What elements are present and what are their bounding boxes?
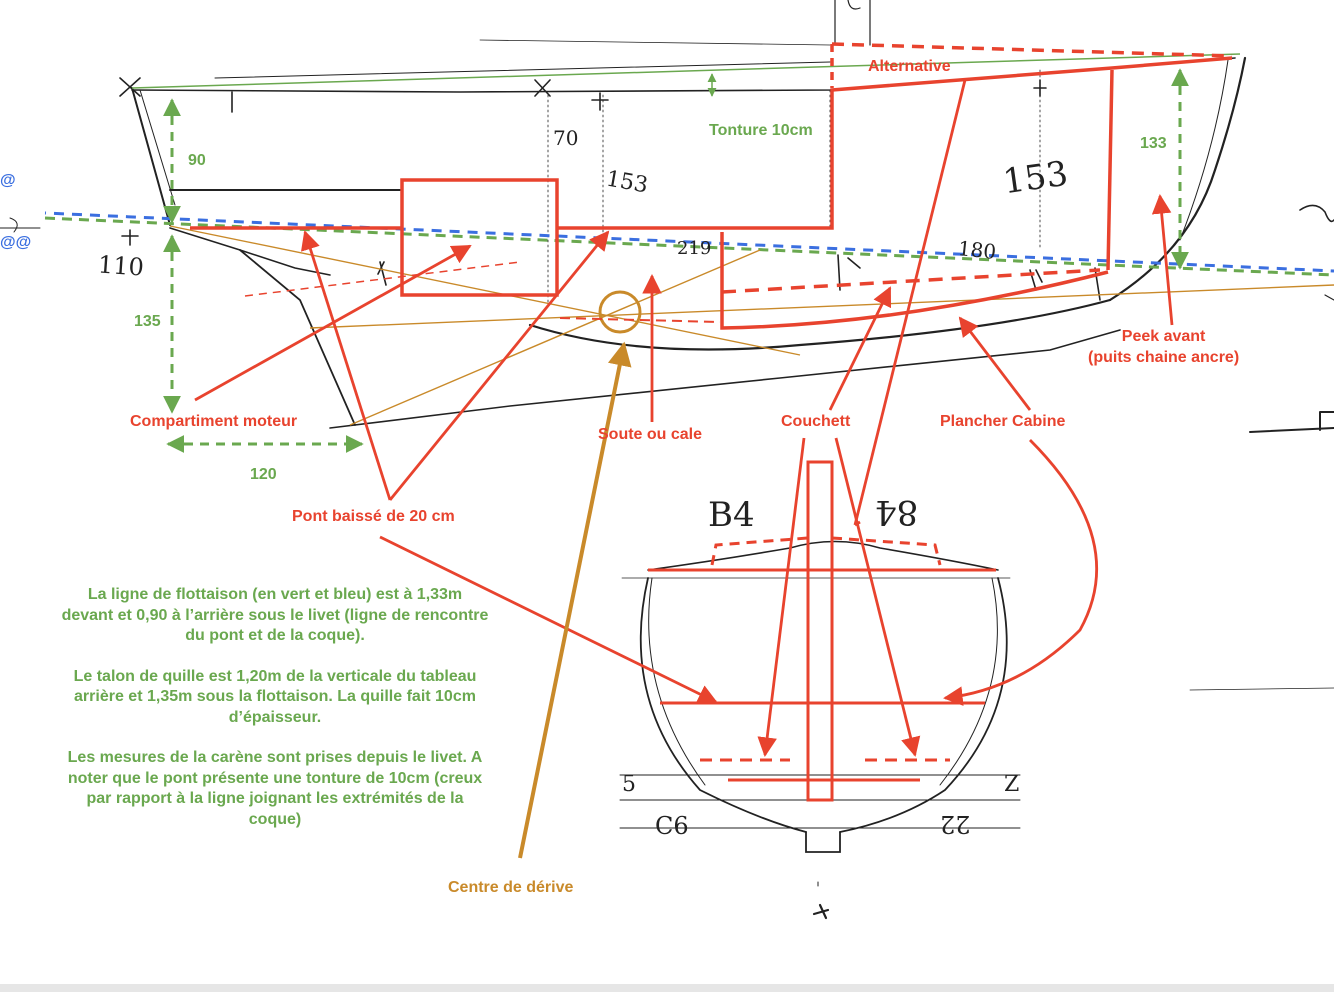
centre-of-resistance-circle — [598, 290, 642, 334]
explanatory-note: La ligne de flottaison (en vert et bleu)… — [60, 585, 490, 850]
label-dim-120: 120 — [250, 466, 277, 483]
hand-84-left: B4 — [708, 495, 755, 535]
label-compartiment-moteur: Compartiment moteur — [130, 413, 298, 430]
hand-z: Z — [1004, 772, 1020, 797]
label-pont-baisse: Pont baissé de 20 cm — [292, 508, 455, 525]
label-alternative: Alternative — [868, 58, 951, 75]
label-tonture: Tonture 10cm — [709, 122, 813, 139]
centre-arrow — [518, 341, 632, 859]
pencil-hull-profile — [0, 0, 1334, 691]
note-paragraph-keel: Le talon de quille est 1,20m de la verti… — [73, 667, 477, 726]
label-soute: Soute ou cale — [598, 426, 703, 443]
pencil-section-view — [619, 540, 1021, 920]
note-paragraph-measures: Les mesures de la carène sont prises dep… — [67, 749, 483, 828]
hand-180: 180 — [956, 236, 998, 264]
hand-70: 70 — [553, 126, 579, 150]
label-peek-avant: Peek avant (puits chaine ancre) — [1088, 328, 1240, 366]
red-section-structures — [648, 460, 996, 802]
label-edge-at-double: @@ — [0, 234, 32, 251]
red-leader-arrows — [194, 79, 1174, 757]
label-dim-133: 133 — [1140, 135, 1167, 152]
label-dim-90: 90 — [188, 152, 206, 169]
waterline-green — [44, 216, 1334, 277]
red-structures — [190, 42, 1233, 330]
orange-construction-lines — [169, 225, 1334, 426]
label-centre-derive: Centre de dérive — [448, 879, 574, 896]
green-dimensions — [163, 68, 1189, 453]
label-edge-at: @ — [0, 172, 16, 189]
label-couchett: Couchett — [781, 413, 851, 430]
hand-5: 5 — [622, 772, 636, 797]
label-dim-135: 135 — [134, 313, 161, 330]
hand-110: 110 — [97, 250, 145, 282]
hand-84-right: 84 — [875, 492, 919, 532]
sheer-reference-line — [131, 53, 1241, 89]
hand-c6: C6 — [655, 812, 689, 840]
waterline-blue — [44, 211, 1334, 273]
hand-219: 219 — [677, 238, 712, 259]
window-bottom-edge — [0, 984, 1334, 992]
hand-22: 22 — [940, 810, 971, 838]
note-paragraph-waterline: La ligne de flottaison (en vert et bleu)… — [61, 586, 489, 644]
label-plancher-cabine: Plancher Cabine — [940, 413, 1066, 430]
